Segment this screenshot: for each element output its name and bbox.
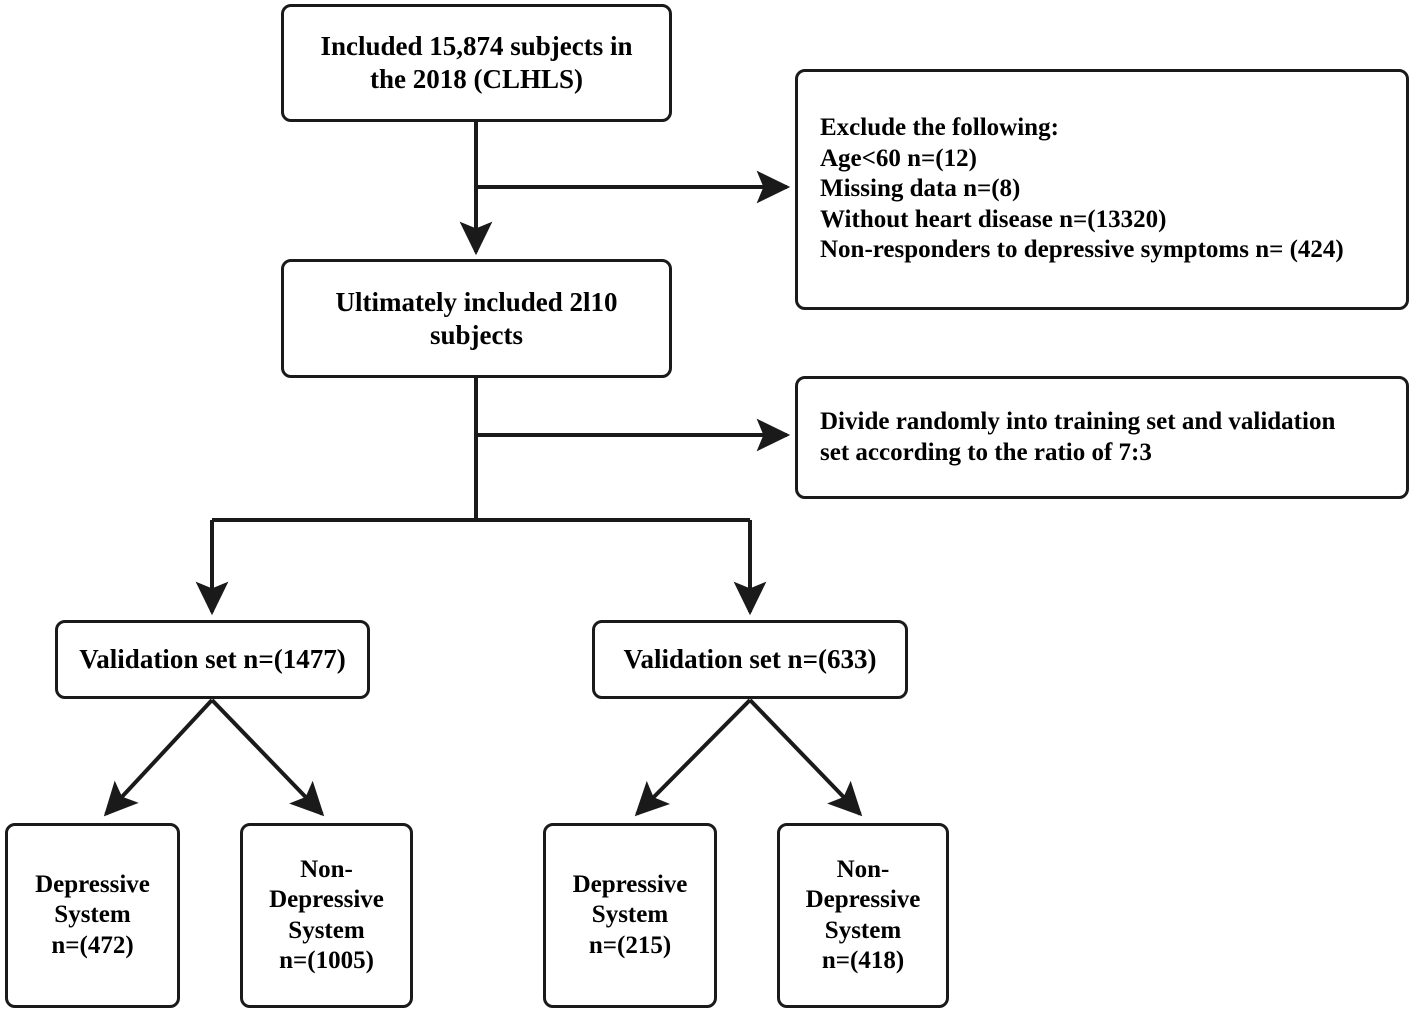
node-training-depressive: Depressive System n=(472) bbox=[5, 823, 180, 1008]
node-exclusion-criteria-label: Exclude the following: Age<60 n=(12) Mis… bbox=[820, 114, 1344, 264]
node-divide-randomly-label: Divide randomly into training set and va… bbox=[820, 408, 1336, 466]
node-included-subjects-label: Included 15,874 subjects in the 2018 (CL… bbox=[320, 31, 633, 94]
node-training-non-depressive: Non- Depressive System n=(1005) bbox=[240, 823, 413, 1008]
node-validation-non-depressive-label: Non- Depressive System n=(418) bbox=[805, 855, 921, 975]
node-divide-randomly: Divide randomly into training set and va… bbox=[795, 376, 1409, 499]
connector-training-set-split bbox=[103, 698, 325, 817]
node-validation-set: Validation set n=(633) bbox=[592, 620, 908, 699]
node-validation-depressive-label: Depressive System n=(215) bbox=[572, 870, 688, 959]
node-training-depressive-label: Depressive System n=(472) bbox=[35, 870, 150, 959]
node-ultimately-included: Ultimately included 2l10 subjects bbox=[281, 259, 672, 378]
node-validation-non-depressive: Non- Depressive System n=(418) bbox=[777, 823, 949, 1008]
node-included-subjects: Included 15,874 subjects in the 2018 (CL… bbox=[281, 4, 672, 122]
connector-ultimately-split bbox=[195, 518, 767, 616]
node-exclusion-criteria: Exclude the following: Age<60 n=(12) Mis… bbox=[795, 69, 1409, 310]
node-validation-set-label: Validation set n=(633) bbox=[623, 644, 877, 675]
node-training-non-depressive-label: Non- Depressive System n=(1005) bbox=[269, 855, 384, 975]
node-ultimately-included-label: Ultimately included 2l10 subjects bbox=[335, 286, 618, 350]
connector-validation-set-split bbox=[634, 698, 863, 817]
node-validation-depressive: Depressive System n=(215) bbox=[543, 823, 717, 1008]
node-training-set: Validation set n=(1477) bbox=[55, 620, 370, 699]
node-training-set-label: Validation set n=(1477) bbox=[79, 644, 346, 675]
